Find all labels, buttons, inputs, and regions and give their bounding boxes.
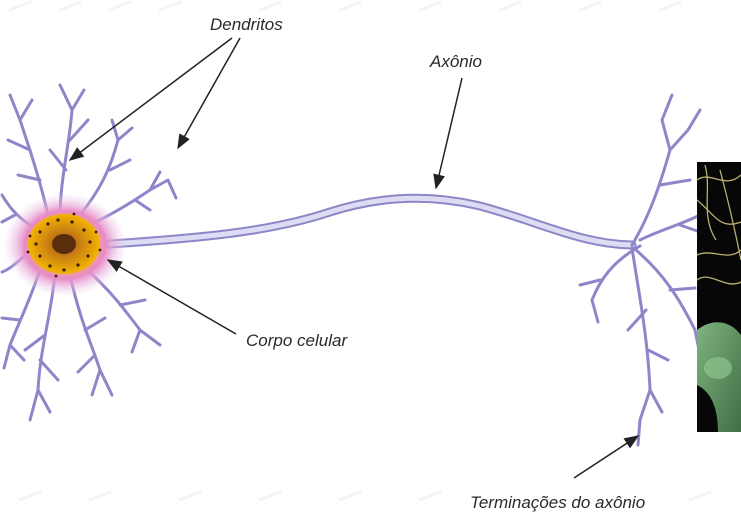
label-cell-body: Corpo celular xyxy=(246,331,348,350)
axon-terminals xyxy=(580,95,700,445)
axon xyxy=(110,198,632,245)
label-axon-terminals: Terminações do axônio xyxy=(470,493,645,512)
cell-body xyxy=(3,193,127,297)
inset-photo xyxy=(697,162,741,432)
arrow-icon xyxy=(574,436,638,478)
label-dendrites: Dendritos xyxy=(210,15,283,34)
arrow-icon xyxy=(108,260,236,334)
label-axon: Axônio xyxy=(429,52,482,71)
arrow-icon xyxy=(70,38,232,160)
arrow-icon xyxy=(436,78,462,188)
annotation-arrows xyxy=(70,38,638,478)
